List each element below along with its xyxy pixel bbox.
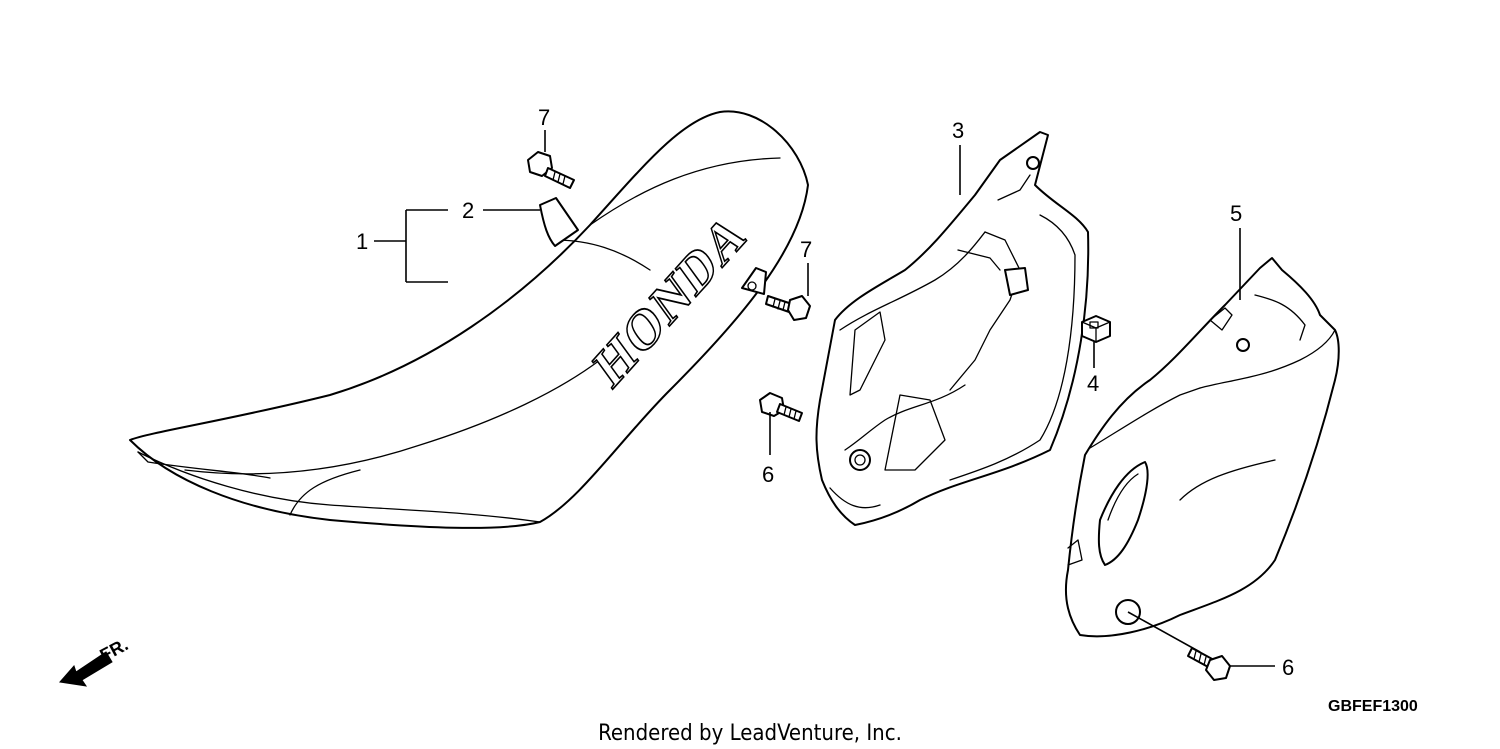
front-direction-arrow: FR. [59,634,131,687]
callout-5: 5 [1230,201,1242,226]
seat-strap [539,197,579,247]
callout-6-left: 6 [762,462,774,487]
callout-4: 4 [1087,371,1099,396]
callout-7-lower: 7 [800,237,812,262]
callout-7-top: 7 [538,105,550,130]
left-side-cover [815,131,1090,526]
callout-1: 1 [356,229,368,254]
bolt-7-top [527,151,575,189]
leader-lines [374,130,1275,667]
bolt-6-left [759,392,803,422]
callout-6-right: 6 [1282,655,1294,680]
figure-code: GBFEF1300 [1328,698,1418,715]
bolt-6-right [1187,647,1231,681]
callout-3: 3 [952,118,964,143]
seat: HONDA [129,110,809,529]
right-side-cover [1064,257,1340,638]
bolt-7-lower [765,295,811,321]
render-credit: Rendered by LeadVenture, Inc. [598,721,902,746]
clip-nut-4 [1081,315,1111,343]
callout-2: 2 [462,198,474,223]
